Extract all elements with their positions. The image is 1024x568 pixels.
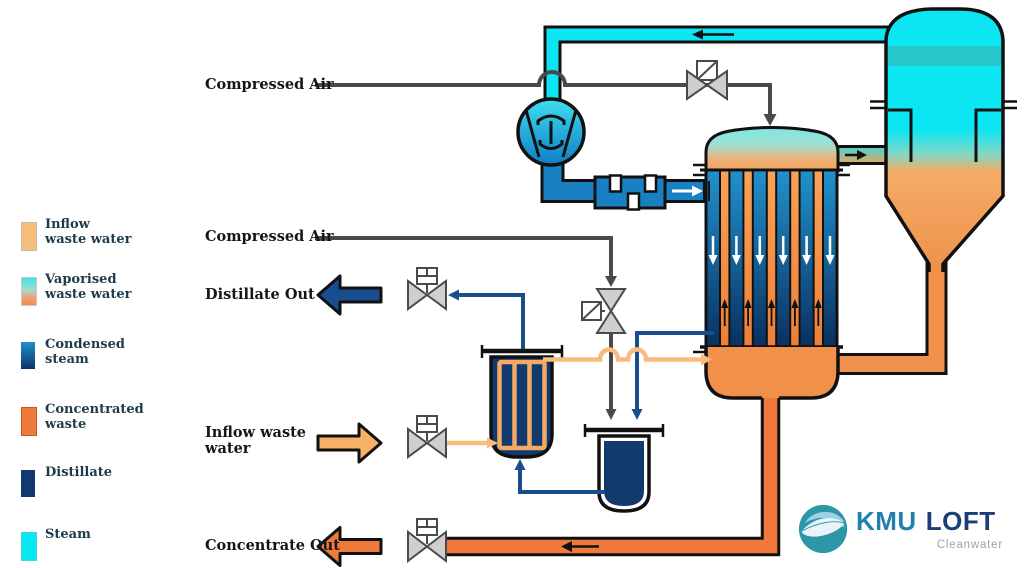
label-line: Inflow waste bbox=[205, 424, 307, 441]
legend-label-line: Vaporised bbox=[45, 272, 117, 287]
kmu-loft-logo-mark-icon bbox=[798, 504, 848, 554]
logo-word-kmu: KMU bbox=[856, 506, 917, 536]
label-compressed-air-mid: Compressed Air bbox=[205, 228, 334, 245]
legend-label-line: Condensed bbox=[45, 337, 125, 352]
legend-item-steam: Steam bbox=[21, 527, 191, 562]
legend-swatch-steam bbox=[21, 532, 37, 561]
legend-item-vaporised-waste-water: Vaporised waste water bbox=[21, 272, 191, 307]
control-valve-air-mid-icon bbox=[581, 288, 627, 334]
legend-label: Distillate bbox=[45, 465, 112, 480]
kmu-loft-logo: KMU LOFT Cleanwater bbox=[797, 501, 1005, 561]
tube-downflow-arrows-icon bbox=[708, 236, 835, 265]
legend-label-line: waste bbox=[45, 417, 87, 432]
logo-tagline: Cleanwater bbox=[936, 539, 1003, 551]
distillate-lines bbox=[448, 289, 714, 494]
valve-distillate-icon bbox=[407, 267, 447, 311]
flow-arrow-left-icon bbox=[692, 29, 734, 40]
legend-swatch-inflow bbox=[21, 222, 37, 251]
separator-vessel bbox=[845, 7, 1017, 272]
logo-wordmark: KMU LOFT bbox=[856, 506, 996, 537]
label-inflow-waste-water: Inflow waste water bbox=[205, 425, 325, 457]
silencer-block-icon bbox=[593, 174, 667, 211]
legend-swatch-concentrated bbox=[21, 407, 37, 436]
legend-label: Condensed steam bbox=[45, 337, 125, 367]
preheater-vessel bbox=[480, 345, 564, 459]
legend-label-line: waste water bbox=[45, 287, 132, 302]
label-concentrate-out: Concentrate Out bbox=[205, 537, 340, 554]
legend-swatch-condensed bbox=[21, 342, 35, 369]
legend-label-line: waste water bbox=[45, 232, 132, 247]
distillate-out-arrow-icon bbox=[316, 274, 383, 316]
flow-arrow-right-icon bbox=[857, 150, 867, 160]
legend-label-line: Concentrated bbox=[45, 402, 144, 417]
label-compressed-air-top: Compressed Air bbox=[205, 76, 334, 93]
condensate-pot bbox=[583, 424, 665, 513]
logo-word-loft: LOFT bbox=[925, 506, 996, 536]
legend-item-concentrated-waste: Concentrated waste bbox=[21, 402, 191, 437]
inflow-waste-water-arrow-icon bbox=[316, 422, 383, 464]
evaporator-sump bbox=[704, 347, 840, 400]
separator-drain-pipe bbox=[832, 250, 948, 375]
legend-label: Concentrated waste bbox=[45, 402, 144, 432]
legend-label-line: steam bbox=[45, 352, 89, 367]
legend-swatch-vaporised bbox=[21, 277, 37, 306]
control-valve-air-top-icon bbox=[686, 60, 728, 101]
legend-label-line: Steam bbox=[45, 527, 91, 542]
evaporator-tube-bundle bbox=[693, 163, 850, 361]
legend-item-inflow-waste-water: Inflow waste water bbox=[21, 217, 191, 252]
inflow-lines bbox=[446, 347, 712, 449]
legend-label: Vaporised waste water bbox=[45, 272, 131, 302]
pump-icon bbox=[516, 97, 586, 167]
legend-item-distillate: Distillate bbox=[21, 465, 191, 500]
legend-label: Steam bbox=[45, 527, 91, 542]
label-line: water bbox=[205, 440, 251, 457]
tube-upflow-arrows-icon bbox=[721, 299, 822, 326]
valve-inflow-icon bbox=[407, 415, 447, 459]
legend-label-line: Inflow bbox=[45, 217, 90, 232]
steam-loop-pipe bbox=[543, 25, 898, 103]
legend-label-line: Distillate bbox=[45, 465, 113, 480]
legend-swatch-distillate bbox=[21, 470, 35, 497]
evaporator-dome bbox=[704, 125, 840, 173]
compressed-air-lines bbox=[315, 70, 777, 420]
concentrate-out-arrow-icon bbox=[316, 526, 383, 567]
legend-label: Inflow waste water bbox=[45, 217, 131, 247]
legend-item-condensed-steam: Condensed steam bbox=[21, 337, 191, 372]
valve-concentrate-icon bbox=[407, 518, 447, 564]
label-distillate-out: Distillate Out bbox=[205, 286, 315, 303]
flow-arrow-right-white-icon bbox=[672, 185, 703, 197]
concentrate-pipe bbox=[447, 390, 781, 557]
flow-arrow-left-icon bbox=[561, 541, 572, 552]
heating-coil-icon bbox=[497, 359, 547, 451]
